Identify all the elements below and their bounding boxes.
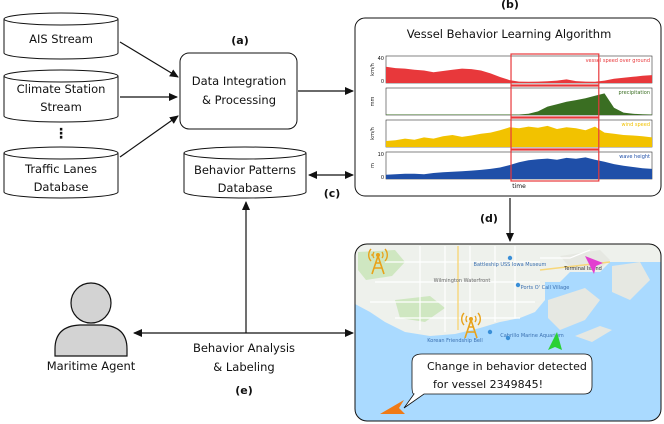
map-pin-icon: [507, 255, 513, 261]
behavior-chart: vessel speed over groundkm/h400precipita…: [370, 53, 653, 182]
ais-stream-label: AIS Stream: [29, 32, 93, 46]
map-label-ports-o-call: Ports O' Call Village: [521, 285, 570, 291]
traffic-lanes-cylinder: Traffic Lanes Database: [3, 146, 119, 199]
behavior-patterns-label-line1: Behavior Patterns: [194, 163, 296, 177]
tick-label: 0: [381, 175, 384, 181]
integration-tag: (a): [231, 34, 248, 47]
arrow-traffic-to-integration: [119, 115, 179, 158]
highlight-window: [510, 53, 600, 86]
series-label-1: precipitation: [619, 90, 651, 96]
map-label-battleship: Battleship USS Iowa Museum: [474, 262, 547, 268]
highlight-window: [510, 149, 600, 182]
highlight-window: [510, 85, 600, 118]
arrow-ais-to-integration: [119, 41, 179, 78]
map-panel-border: [354, 243, 662, 422]
series-ylabel-3: m: [370, 163, 376, 168]
maritime-agent-person-icon: [54, 282, 128, 357]
series-area-1: [386, 93, 652, 115]
integration-label-line1: Data Integration: [192, 74, 286, 88]
traffic-lanes-label-line2: Database: [34, 180, 89, 194]
map-pin-icon: [515, 282, 521, 288]
map-pin-icon: [487, 329, 493, 335]
analysis-label-line1: Behavior Analysis: [193, 341, 295, 355]
alert-text-line1: Change in behavior detected: [427, 360, 587, 373]
tick-label: 40: [378, 56, 384, 62]
ais-stream-cylinder: AIS Stream: [3, 12, 119, 60]
series-area-0: [386, 66, 652, 83]
beacon-tower-icon: [461, 312, 481, 339]
series-area-3: [386, 157, 652, 179]
map-label-terminal-island: Terminal Island: [563, 266, 602, 272]
map-label-cabrillo: Cabrillo Marine Aquarium: [500, 333, 564, 339]
highlight-window: [510, 117, 600, 150]
map-label-wilmington: Wilmington Waterfront: [434, 278, 491, 284]
climate-stream-label-line1: Climate Station: [17, 82, 106, 96]
analysis-label-line2: & Labeling: [213, 360, 274, 374]
climate-stream-cylinder: Climate Station Stream: [3, 69, 119, 123]
map-pin-icon: [505, 335, 511, 341]
analysis-tag: (e): [235, 384, 253, 397]
series-label-0: vessel speed over ground: [586, 58, 650, 64]
beacon-tower-icon: [368, 248, 388, 275]
algorithm-tag: (b): [501, 0, 519, 11]
more-sources-ellipsis: ⋮: [54, 126, 68, 142]
integration-box: [179, 52, 298, 130]
map-tag: (d): [480, 212, 498, 225]
patterns-tag: (c): [324, 187, 341, 200]
map-panel: Battleship USS Iowa Museum Terminal Isla…: [354, 243, 662, 422]
series-ylabel-1: mm: [370, 97, 376, 107]
vessel-marker-green-icon: [548, 332, 562, 350]
integration-label-line2: & Processing: [202, 93, 276, 107]
series-label-2: wind speed: [621, 122, 650, 128]
climate-stream-label-line2: Stream: [40, 100, 82, 114]
series-area-2: [386, 125, 652, 147]
tick-label: 0: [381, 79, 384, 85]
behavior-patterns-label-line2: Database: [218, 181, 273, 195]
algorithm-title: Vessel Behavior Learning Algorithm: [407, 27, 612, 41]
tick-label: 10: [378, 152, 384, 158]
maritime-agent-label: Maritime Agent: [47, 359, 136, 373]
behavior-patterns-cylinder: Behavior Patterns Database: [183, 146, 307, 199]
vessel-marker-magenta-icon: [585, 256, 603, 274]
chart-time-label: time: [512, 183, 526, 190]
series-ylabel-2: km/h: [370, 127, 376, 140]
map-label-korean-bell: Korean Friendship Bell: [427, 338, 483, 344]
traffic-lanes-label-line1: Traffic Lanes: [24, 162, 97, 176]
series-label-3: wave height: [619, 154, 650, 160]
alert-text-line2: for vessel 2349845!: [433, 378, 543, 391]
behavior-alert-bubble: Change in behavior detected for vessel 2…: [403, 353, 593, 409]
vessel-marker-orange-icon: [380, 400, 405, 414]
series-ylabel-0: km/h: [370, 63, 376, 76]
